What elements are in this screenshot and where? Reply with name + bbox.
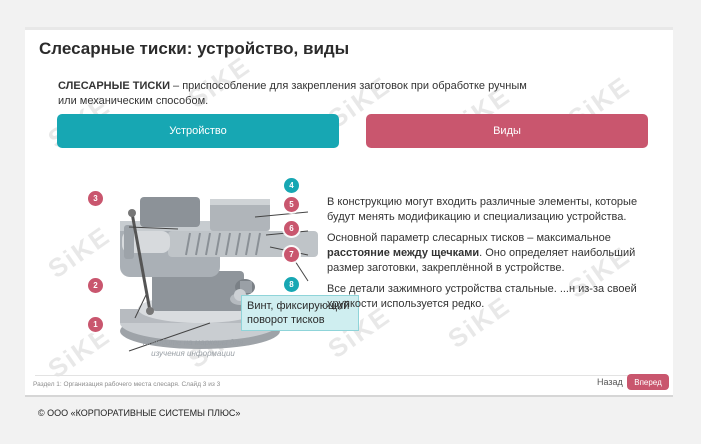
tab-types[interactable]: Виды — [366, 114, 648, 148]
page-title: Слесарные тиски: устройство, виды — [39, 39, 350, 58]
intro-definition: – приспособление для закрепления заготов… — [58, 80, 527, 107]
back-button[interactable]: Назад — [597, 377, 623, 387]
marker-8[interactable]: 8 — [284, 277, 299, 292]
description-paragraph-3: Все детали зажимного устройства стальные… — [327, 283, 637, 310]
description-paragraph-1: В конструкцию могут входить различные эл… — [327, 196, 638, 223]
vise-illustration — [120, 197, 318, 352]
marker-7[interactable]: 7 — [284, 247, 299, 262]
footer-divider — [35, 375, 663, 376]
marker-3[interactable]: 3 — [88, 191, 103, 206]
marker-4[interactable]: 4 — [284, 178, 299, 193]
slide: SiKE SiKE SiKE SiKE SiKE SiKE SiKE SiKE … — [25, 27, 673, 397]
description-text: В конструкцию могут входить различные эл… — [327, 195, 643, 318]
intro-text: СЛЕСАРНЫЕ ТИСКИ – приспособление для зак… — [58, 79, 528, 109]
marker-2[interactable]: 2 — [88, 278, 103, 293]
hover-hint: Наводите на маркеры для изучения информа… — [142, 338, 244, 358]
p2-text-bold: расстояние между щечками — [327, 247, 480, 259]
intro-term: СЛЕСАРНЫЕ ТИСКИ — [58, 80, 170, 92]
top-divider — [25, 27, 673, 30]
next-button[interactable]: Вперед — [627, 374, 669, 390]
marker-tooltip: Винт, фиксирующий поворот тисков — [241, 295, 359, 331]
marker-1[interactable]: 1 — [88, 317, 103, 332]
copyright: © ООО «КОРПОРАТИВНЫЕ СИСТЕМЫ ПЛЮС» — [38, 408, 241, 418]
p2-text-a: Основной параметр слесарных тисков – мак… — [327, 232, 611, 244]
marker-6[interactable]: 6 — [284, 221, 299, 236]
description-paragraph-2: Основной параметр слесарных тисков – мак… — [327, 231, 643, 276]
marker-5[interactable]: 5 — [284, 197, 299, 212]
breadcrumb: Раздел 1: Организация рабочего места сле… — [33, 381, 221, 388]
tab-device[interactable]: Устройство — [57, 114, 339, 148]
p2-text-c: . Оно определяет наибольший размер загот… — [327, 247, 636, 274]
